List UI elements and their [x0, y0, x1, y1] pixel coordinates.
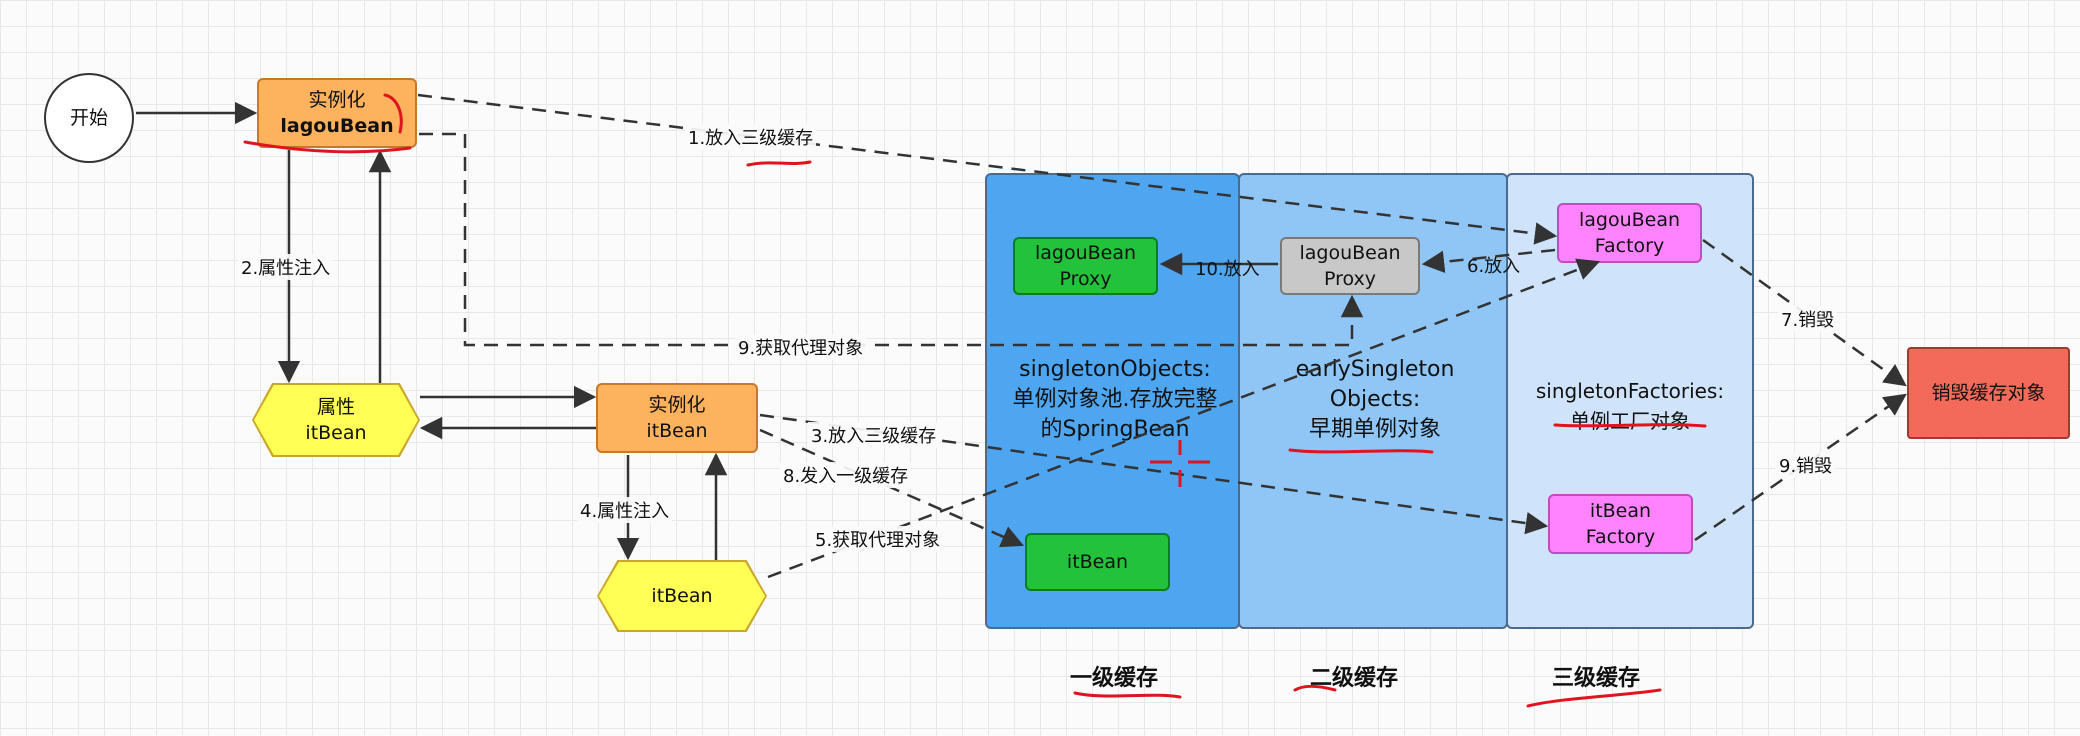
lagoubean-proxy-level2-line2: Proxy [1323, 268, 1377, 290]
edge-label-3: 3.放入三级缓存 [808, 422, 940, 448]
instantiate-itbean-line1: 实例化 [648, 394, 706, 416]
singleton-factories-line1: singletonFactories: [1535, 379, 1725, 403]
instantiate-itbean-node: 实例化 itBean [596, 383, 758, 453]
edge-fetch-proxy-lagou [419, 132, 1364, 347]
early-singleton-objects-label: earlySingleton Objects: 早期单例对象 [1250, 355, 1500, 445]
early-singleton-line3: 早期单例对象 [1308, 417, 1441, 442]
lagoubean-proxy-level1-line1: lagouBean [1034, 242, 1137, 264]
edge-label-5: 5.获取代理对象 [812, 526, 944, 552]
property-itbean-node: 属性 itBean [252, 383, 420, 457]
instantiate-lagoubean-line2: lagouBean [280, 115, 394, 137]
lagoubean-factory-line1: lagouBean [1578, 209, 1681, 231]
property-itbean-line2: itBean [305, 422, 367, 444]
lagoubean-proxy-level1-node: lagouBean Proxy [1013, 237, 1158, 295]
start-label: 开始 [69, 107, 108, 129]
start-node: 开始 [44, 73, 134, 163]
itbean-hex-node: itBean [597, 560, 767, 632]
property-itbean-line1: 属性 [316, 396, 355, 418]
level1-cache-label: 一级缓存 [1070, 666, 1159, 691]
edge-label-6: 6.放入 [1467, 256, 1521, 277]
edge-label-8: 8.发入一级缓存 [780, 462, 912, 488]
itbean-factory-line1: itBean [1589, 500, 1652, 522]
edge-label-9b: 9.销毁 [1776, 452, 1836, 478]
edge-label-7: 7.销毁 [1778, 306, 1838, 332]
lagoubean-factory-line2: Factory [1594, 235, 1665, 257]
destroy-cache-label: 销毁缓存对象 [1931, 382, 2046, 404]
lagoubean-proxy-level2-line1: lagouBean [1299, 242, 1401, 264]
singleton-objects-line3: 的SpringBean [1040, 417, 1190, 442]
level3-cache-label: 三级缓存 [1552, 666, 1641, 691]
singleton-factories-label: singletonFactories: 单例工厂对象 [1510, 376, 1750, 436]
instantiate-itbean-line2: itBean [646, 420, 708, 442]
edge-hex-to-factory [767, 258, 1601, 579]
itbean-level1-node: itBean [1025, 533, 1170, 591]
singleton-objects-label: singletonObjects: 单例对象池.存放完整 的SpringBean [995, 355, 1235, 445]
singleton-objects-line1: singletonObjects: [1019, 357, 1211, 382]
itbean-factory-node: itBean Factory [1548, 494, 1693, 554]
edge-label-2: 2.属性注入 [238, 254, 334, 280]
edge-label-9a: 9.获取代理对象 [735, 334, 867, 360]
itbean-factory-line2: Factory [1585, 526, 1656, 548]
singleton-objects-line2: 单例对象池.存放完整 [1012, 387, 1218, 412]
edge-lagou-to-factory [417, 93, 1558, 245]
itbean-level1-label: itBean [1066, 551, 1129, 573]
early-singleton-line2: Objects: [1329, 387, 1421, 412]
singleton-factories-line2: 单例工厂对象 [1570, 409, 1690, 433]
destroy-cache-node: 销毁缓存对象 [1907, 347, 2070, 439]
edge-label-1: 1.放入三级缓存 [685, 124, 817, 150]
lagoubean-proxy-level2-node: lagouBean Proxy [1280, 237, 1420, 295]
edge-label-10: 10.放入 [1195, 259, 1260, 280]
early-singleton-line1: earlySingleton [1295, 357, 1455, 382]
lagoubean-factory-node: lagouBean Factory [1557, 203, 1702, 263]
edge-label-4: 4.属性注入 [577, 497, 673, 523]
instantiate-lagoubean-line1: 实例化 [308, 89, 366, 111]
lagoubean-proxy-level1-line2: Proxy [1059, 268, 1112, 290]
itbean-hex-label: itBean [651, 585, 713, 607]
